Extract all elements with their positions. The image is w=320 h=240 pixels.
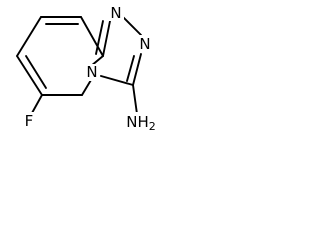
atom-amine: NH2 [124, 112, 158, 133]
bond-c8a-c8-inner [80, 16, 104, 57]
bond-n1-n2 [121, 15, 142, 36]
bond-n2-c3 [132, 53, 142, 86]
atom-fluorine-label: F [25, 112, 34, 130]
structure-diagram: N N N F NH2 [16, 4, 158, 133]
atom-n1-label: N [110, 4, 121, 22]
atom-amine-label: NH2 [126, 113, 156, 133]
double-bond-c7-c6 [25, 55, 47, 89]
atom-n4: N [84, 63, 100, 81]
atom-n1: N [108, 4, 124, 22]
atom-n2-label: N [139, 35, 150, 53]
triazole-ring [95, 15, 142, 86]
pyridine-ring [16, 16, 104, 96]
bond-c3-nh2 [132, 84, 138, 115]
atom-fluorine: F [21, 112, 37, 130]
bond-c8a-n1 [102, 20, 111, 57]
bond-c8-c7 [16, 16, 42, 57]
bond-c7-c6 [16, 55, 43, 96]
bond-c3-n4 [100, 75, 134, 86]
bond-c5-n4 [81, 79, 92, 96]
atom-n4-label: N [86, 63, 97, 81]
double-bond-n2-c3 [126, 55, 135, 82]
bond-c5-f [31, 94, 43, 114]
double-bond-c8a-n1 [95, 20, 104, 55]
atom-n2: N [137, 35, 153, 53]
